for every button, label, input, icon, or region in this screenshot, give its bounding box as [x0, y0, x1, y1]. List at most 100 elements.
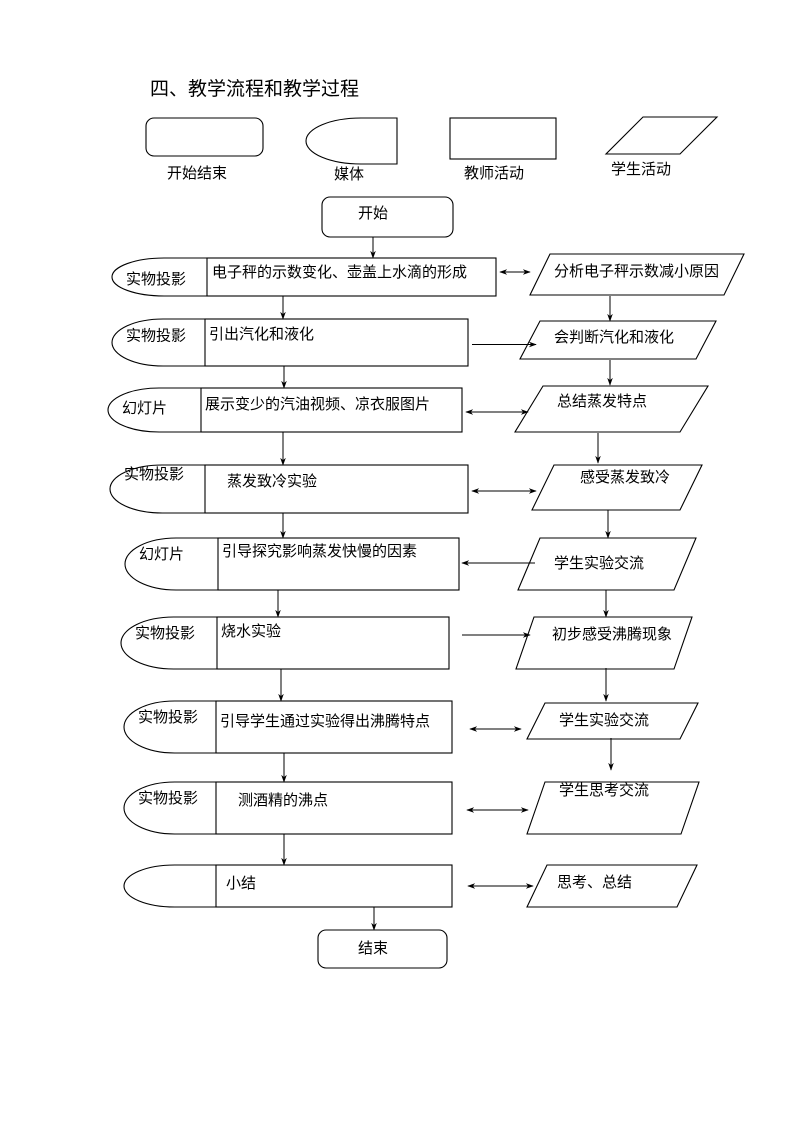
student-node: 学生实验交流 — [517, 537, 697, 591]
flow-row: 实物投影测酒精的沸点 学生思考交流 — [123, 781, 700, 835]
start-terminal — [321, 196, 454, 238]
teacher-label: 小结 — [226, 874, 256, 892]
teacher-node: 引出汽化和液化 — [204, 318, 469, 367]
flow-row: 实物投影 烧水实验 初步感受沸腾现象 — [120, 616, 693, 670]
student-label: 感受蒸发致冷 — [580, 468, 670, 486]
media-node: 实物投影 — [123, 700, 216, 754]
flow-row: 小结 思考、总结 — [123, 864, 698, 908]
flow: 开始实物投影电子秤的示数变化、壶盖上水滴的形成分析电子秤示数减小原因实物投影引出… — [107, 196, 745, 969]
teacher-label: 烧水实验 — [221, 622, 281, 640]
process-shape-icon — [449, 117, 557, 160]
flow-row: 幻灯片 展示变少的汽油视频、凉衣服图片 总结蒸发特点 — [107, 385, 709, 433]
student-label: 学生实验交流 — [559, 711, 649, 729]
media-label: 实物投影 — [126, 327, 186, 345]
teacher-process-box — [217, 537, 460, 591]
media-shape — [111, 318, 205, 367]
teacher-node: 小结 — [215, 864, 453, 908]
flow-row: 实物投影 引出汽化和液化 会判断汽化和液化 — [111, 318, 717, 367]
student-parallelogram — [526, 864, 698, 908]
legend-item-terminal: 开始结束 — [145, 117, 264, 182]
media-shape — [107, 387, 201, 433]
student-label: 思考、总结 — [557, 873, 632, 891]
legend-label: 教师活动 — [464, 164, 524, 182]
media-node: 实物投影 — [111, 257, 207, 297]
media-shape — [123, 864, 216, 908]
student-node: 初步感受沸腾现象 — [515, 616, 693, 670]
media-shape — [111, 257, 207, 297]
media-label: 实物投影 — [126, 270, 186, 288]
terminal-shape-icon — [145, 117, 264, 157]
teacher-process-box — [215, 781, 453, 835]
student-parallelogram — [514, 385, 709, 433]
media-shape-icon — [305, 117, 398, 165]
teacher-label: 蒸发致冷实验 — [227, 472, 317, 490]
teacher-process-box — [215, 864, 453, 908]
teacher-node: 展示变少的汽油视频、凉衣服图片 — [200, 387, 463, 433]
media-node: 实物投影 — [120, 616, 217, 670]
student-node: 总结蒸发特点 — [514, 385, 709, 433]
teacher-label: 电子秤的示数变化、壶盖上水滴的形成 — [212, 263, 467, 281]
media-shape — [124, 537, 218, 591]
end-label: 结束 — [358, 939, 388, 957]
student-parallelogram — [526, 702, 699, 740]
end-terminal — [317, 929, 448, 969]
student-parallelogram — [515, 616, 693, 670]
media-shape — [123, 700, 216, 754]
student-node: 感受蒸发致冷 — [531, 464, 703, 511]
flow-row: 实物投影 电子秤的示数变化、壶盖上水滴的形成 分析电子秤示数减小原因 — [111, 253, 745, 297]
media-label: 幻灯片 — [122, 399, 167, 417]
media-shape — [109, 464, 205, 514]
media-node — [123, 864, 216, 908]
teacher-node: 蒸发致冷实验 — [204, 464, 469, 514]
media-shape — [123, 781, 216, 835]
teacher-process-box — [215, 700, 453, 754]
teacher-process-box — [206, 257, 497, 297]
teacher-label: 展示变少的汽油视频、凉衣服图片 — [205, 395, 430, 413]
media-label: 实物投影 — [124, 465, 184, 483]
teacher-node: 烧水实验 — [216, 616, 450, 670]
legend-label: 学生活动 — [611, 160, 671, 178]
teacher-node: 测酒精的沸点 — [215, 781, 453, 835]
teacher-node: 引导学生通过实验得出沸腾特点 — [215, 700, 453, 754]
teacher-label: 引出汽化和液化 — [209, 325, 314, 343]
student-label: 会判断汽化和液化 — [554, 328, 674, 346]
media-node: 实物投影 — [109, 464, 205, 514]
teacher-node: 引导探究影响蒸发快慢的因素 — [217, 537, 460, 591]
student-parallelogram — [529, 253, 745, 296]
media-label: 实物投影 — [138, 789, 198, 807]
student-label: 总结蒸发特点 — [557, 392, 647, 410]
media-node: 实物投影 — [111, 318, 205, 367]
teacher-process-box — [204, 464, 469, 514]
media-label: 幻灯片 — [139, 545, 184, 563]
legend-item-student: 学生活动 — [604, 116, 719, 178]
parallelogram-shape-icon — [604, 116, 719, 155]
student-node: 会判断汽化和液化 — [519, 320, 717, 360]
teacher-process-box — [216, 616, 450, 670]
student-parallelogram — [517, 537, 697, 591]
legend-label: 开始结束 — [167, 164, 227, 182]
section-title: 四、教学流程和教学过程 — [150, 78, 359, 100]
student-node: 学生思考交流 — [526, 781, 700, 835]
start-node: 开始 — [321, 196, 454, 238]
student-node: 思考、总结 — [526, 864, 698, 908]
end-node: 结束 — [317, 929, 448, 969]
legend: 开始结束 媒体教师活动 学生活动 — [145, 116, 719, 183]
student-node: 分析电子秤示数减小原因 — [529, 253, 745, 296]
student-parallelogram — [519, 320, 717, 360]
media-node: 幻灯片 — [107, 387, 201, 433]
media-node: 实物投影 — [123, 781, 216, 835]
flow-row: 实物投影 蒸发致冷实验 感受蒸发致冷 — [109, 464, 703, 514]
teacher-label: 引导学生通过实验得出沸腾特点 — [220, 712, 430, 730]
media-shape — [120, 616, 217, 670]
legend-item-media: 媒体 — [305, 117, 398, 183]
media-label: 实物投影 — [135, 624, 195, 642]
media-node: 幻灯片 — [124, 537, 218, 591]
teacher-process-box — [200, 387, 463, 433]
student-label: 分析电子秤示数减小原因 — [554, 262, 719, 280]
student-label: 初步感受沸腾现象 — [552, 625, 672, 643]
flow-row: 幻灯片 引导探究影响蒸发快慢的因素 学生实验交流 — [124, 537, 697, 591]
student-parallelogram — [526, 781, 700, 835]
flow-row: 实物投影引导学生通过实验得出沸腾特点 学生实验交流 — [123, 700, 699, 754]
teacher-label: 引导探究影响蒸发快慢的因素 — [222, 542, 417, 560]
